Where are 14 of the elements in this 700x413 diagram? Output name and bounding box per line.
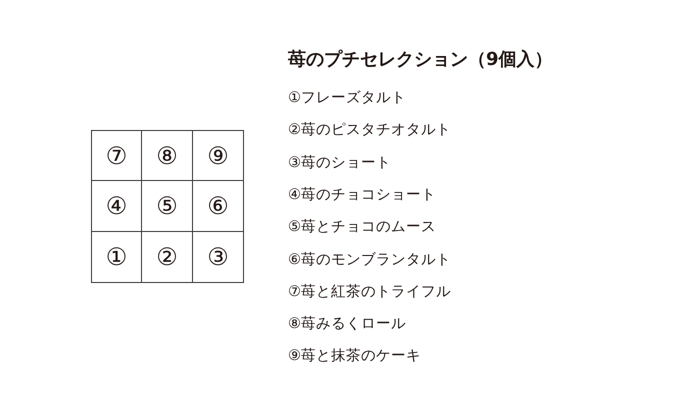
list-item: ①フレーズタルト [288, 90, 406, 108]
grid-cell: ① [91, 231, 142, 283]
list-item: ⑨苺と抹茶のケーキ [288, 348, 421, 366]
list-item: ⑥苺のモンブランタルト [288, 252, 451, 269]
list-item: ②苺のピスタチオタルト [288, 122, 451, 140]
title: 苺のプチセレクション（9個入） [288, 49, 553, 71]
grid-cell: ③ [192, 231, 244, 283]
grid-cell: ⑦ [91, 130, 142, 181]
list-item: ⑤苺とチョコのムース [288, 219, 436, 237]
list-item: ③苺のショート [288, 154, 391, 172]
list-item: ④苺のチョコショート [288, 186, 436, 204]
list-item: ⑦苺と紅茶のトライフル [288, 284, 451, 302]
grid-cell: ⑨ [192, 130, 244, 181]
list-item: ⑧苺みるくロール [288, 316, 406, 334]
